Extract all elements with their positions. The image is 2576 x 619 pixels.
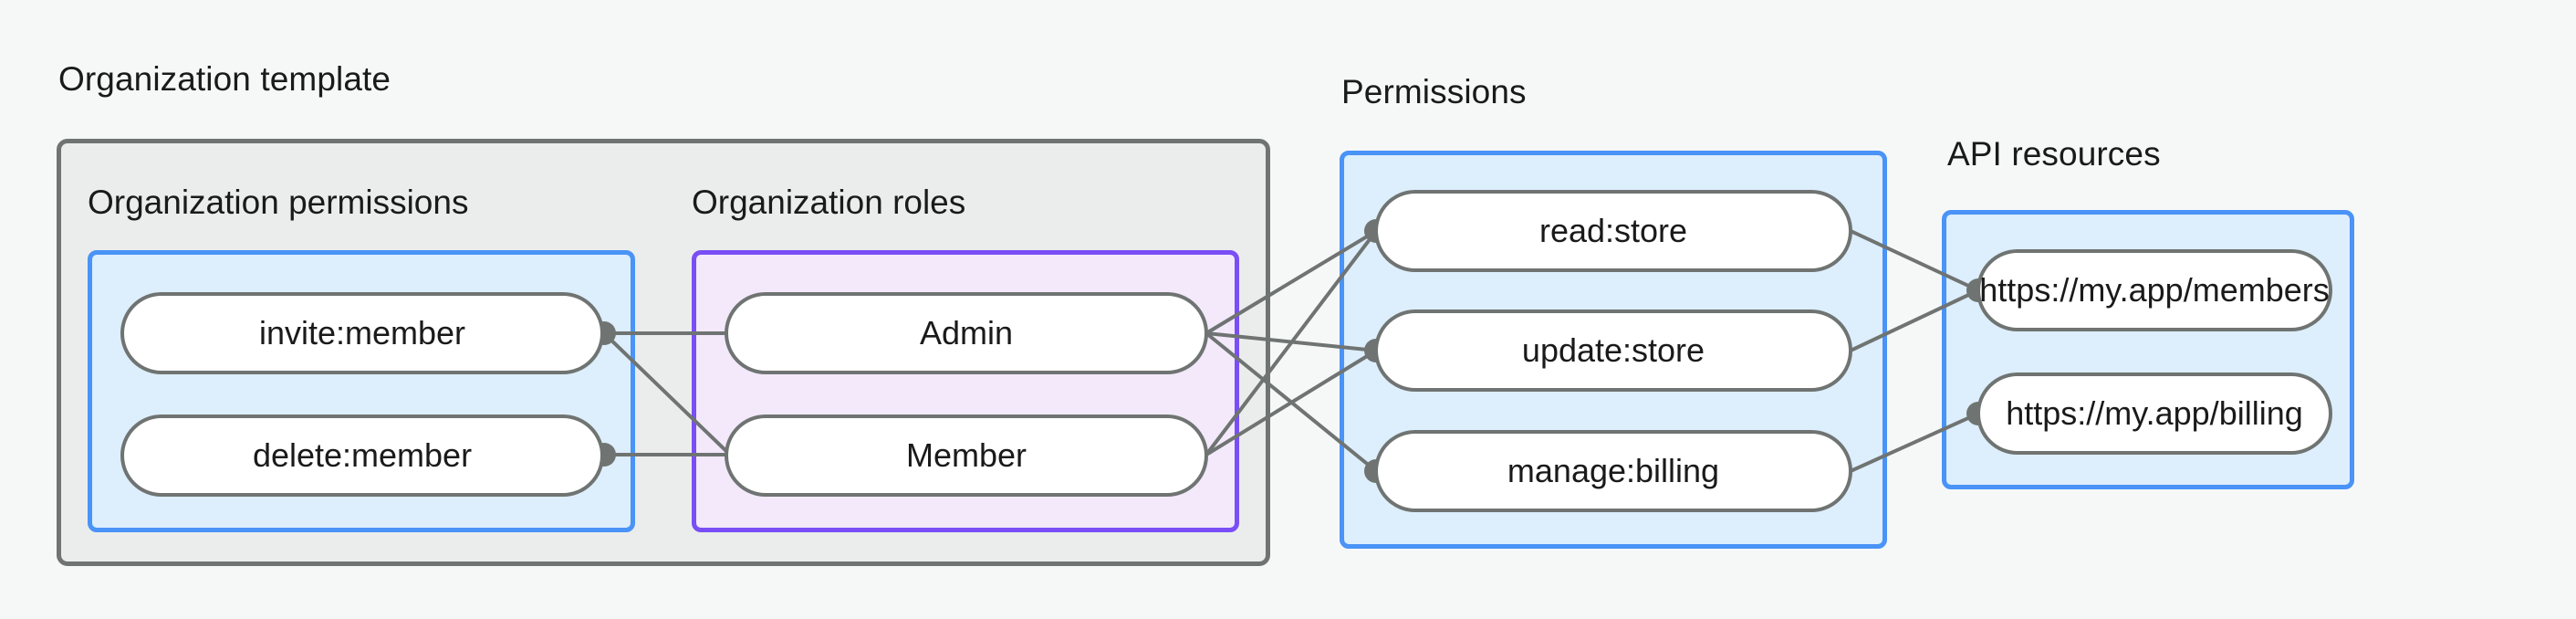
node-member[interactable]: Member <box>725 414 1208 497</box>
node-delete-member[interactable]: delete:member <box>120 414 604 497</box>
node-my-app-members[interactable]: https://my.app/members <box>1976 249 2332 331</box>
node-admin[interactable]: Admin <box>725 292 1208 374</box>
node-read-store[interactable]: read:store <box>1374 190 1852 272</box>
node-invite-member[interactable]: invite:member <box>120 292 604 374</box>
node-my-app-billing[interactable]: https://my.app/billing <box>1976 372 2332 455</box>
group-title-permissions: Permissions <box>1341 73 1527 110</box>
subgroup-title-organization-roles: Organization roles <box>692 184 966 221</box>
group-title-api-resources: API resources <box>1947 135 2161 173</box>
node-update-store[interactable]: update:store <box>1374 310 1852 392</box>
node-manage-billing[interactable]: manage:billing <box>1374 430 1852 512</box>
subgroup-title-organization-permissions: Organization permissions <box>88 184 469 221</box>
group-title-organization-template: Organization template <box>58 60 391 98</box>
